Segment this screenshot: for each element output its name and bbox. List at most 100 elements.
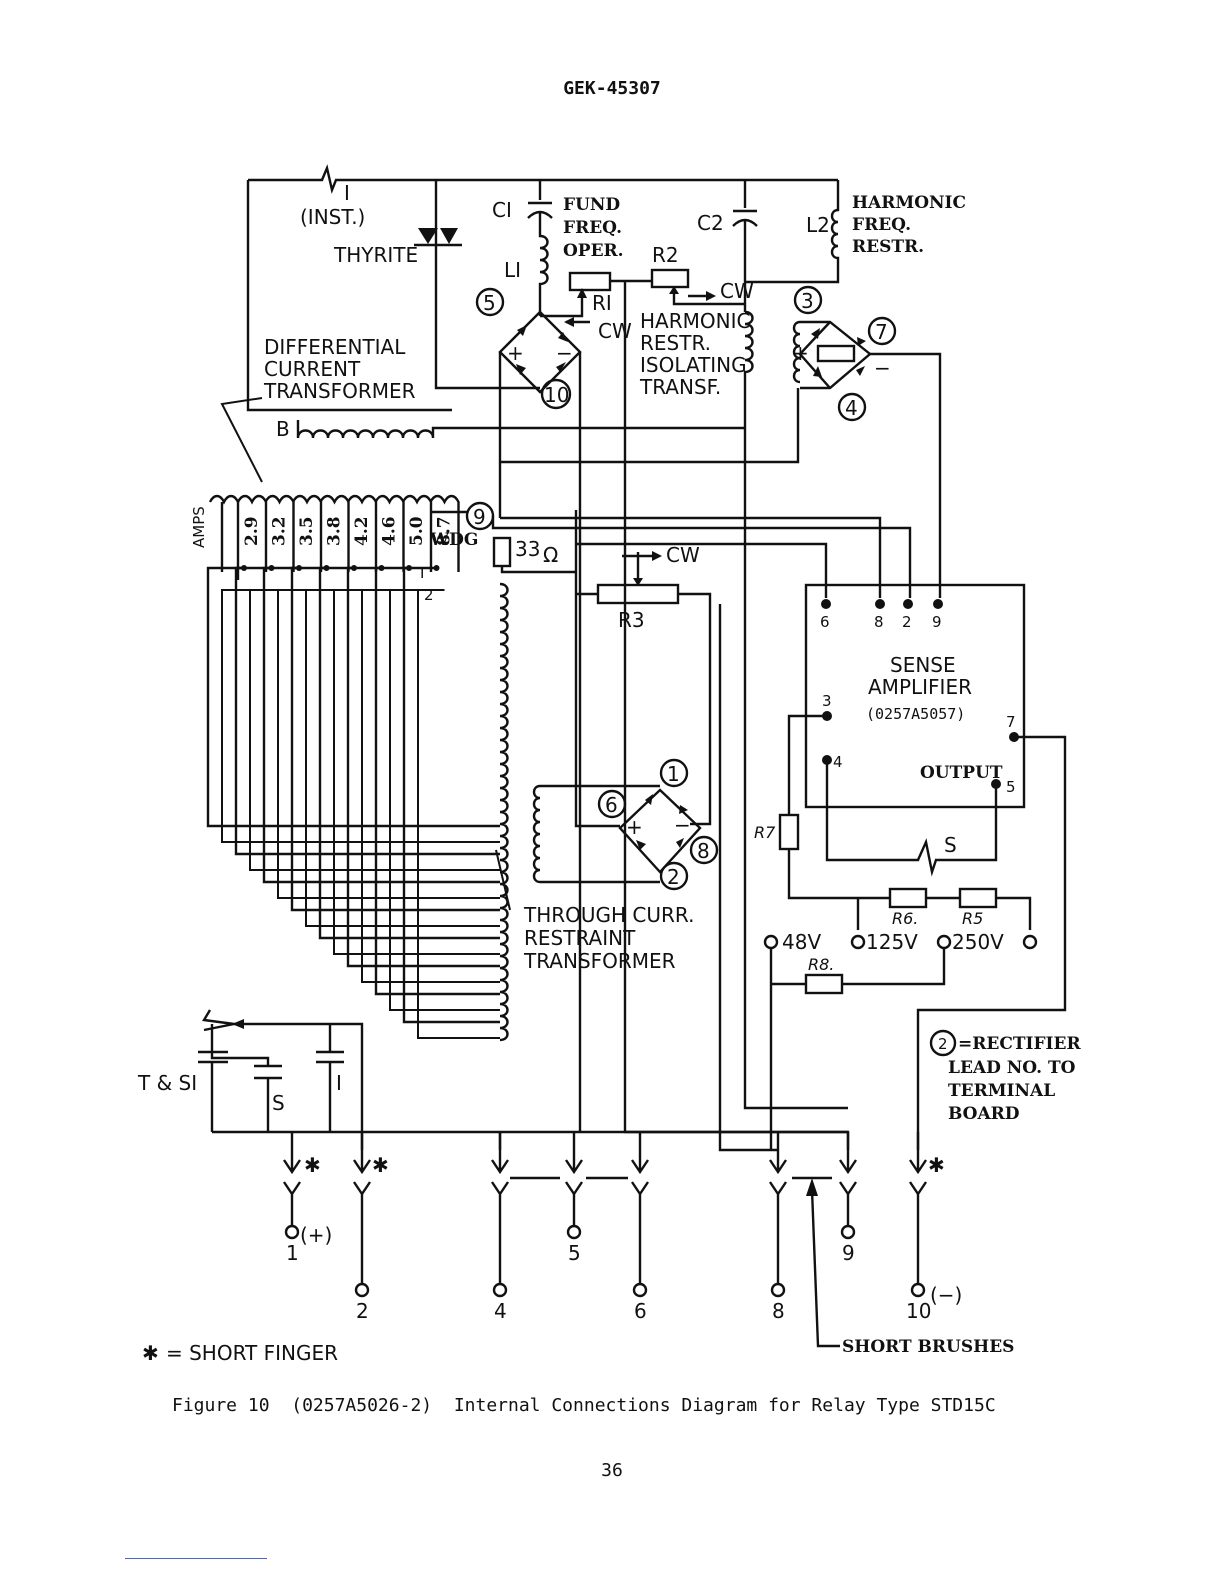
lead-3-label: 3 [801, 289, 814, 313]
tap-3-2[interactable]: 3.2 [234, 494, 500, 871]
voltage-network: R7 R6. R5 48V 125V 250V R8. 2 =RECTIFIER… [754, 813, 1081, 1150]
l2-label: L2 [806, 213, 830, 237]
tap-5-0[interactable]: 5.0 [374, 494, 500, 1011]
contacts: T & SI S I [137, 1009, 364, 1150]
tap-value-label: 4.2 [352, 516, 372, 546]
pin-8: 8 [874, 613, 884, 631]
terminal-number: 8 [772, 1299, 785, 1323]
inductor-l2-icon [745, 180, 840, 284]
output-label: OUTPUT [920, 763, 1003, 783]
tap-3-8[interactable]: 3.8 [290, 494, 500, 927]
through-primary-winding-icon [499, 582, 509, 1042]
resistor-r7-icon [778, 813, 800, 851]
pin-3: 3 [822, 692, 832, 710]
wdg-label: WDG [429, 530, 478, 550]
harm-iso-label-4: TRANSF. [639, 375, 721, 399]
top-circuit: I (INST.) THYRITE CI LI FUND FREQ. OPER.… [220, 164, 966, 1132]
tap-value-label: 8.7 [435, 516, 455, 546]
sense-title-1: SENSE [890, 653, 956, 677]
lead-10-circle [540, 378, 572, 410]
terminal-4[interactable]: 4 [491, 1132, 509, 1323]
c1-label: CI [492, 198, 512, 222]
terminal-number: 5 [568, 1241, 581, 1265]
sense-amplifier: 6 8 2 9 SENSE AMPLIFIER (0257A5057) 3 7 … [787, 583, 1067, 1150]
lead-7-label: 7 [875, 320, 888, 344]
lead-4-circle [837, 392, 867, 422]
r3-label: R3 [618, 608, 645, 632]
footnote-rule [125, 1558, 267, 1559]
resistor-r1-icon [568, 271, 612, 292]
tap-value-label: 2.9 [242, 516, 262, 546]
r1-label: RI [592, 291, 612, 315]
note-line-3: TERMINAL [948, 1081, 1055, 1101]
terminal-number: 1 [286, 1241, 299, 1265]
tap-3-5[interactable]: 3.5 [262, 494, 500, 899]
inductor-l1-icon [538, 212, 549, 316]
terminal-number: 4 [494, 1299, 507, 1323]
harm-iso-label-1: HARMONIC [640, 309, 750, 333]
short-finger-mark-1: ✱ [304, 1153, 321, 1177]
lead-5-label: 5 [483, 291, 496, 315]
harm-iso-label-2: RESTR. [640, 331, 711, 355]
top-bus-wire [248, 164, 838, 195]
terminal-10-sign: (−) [930, 1283, 962, 1307]
inst-unit-label: I [344, 181, 350, 205]
figure-title: Internal Connections Diagram for Relay T… [453, 1395, 996, 1416]
tap-value-label: 3.8 [325, 516, 345, 546]
isolating-transformer-primary-icon [743, 310, 754, 430]
left-loop-wire [246, 180, 300, 412]
tap-value-label: 4.6 [380, 516, 400, 546]
wdg-2-label: 2 [424, 586, 434, 604]
harmonic-label-1: HARMONIC [852, 193, 966, 213]
terminal-9[interactable]: 9 [839, 1132, 857, 1265]
terminal-1[interactable]: 1 [283, 1132, 301, 1265]
lead-1-label: 1 [667, 762, 680, 786]
diff-ct-label-2: CURRENT [264, 357, 361, 381]
note-circle [929, 1029, 957, 1057]
diff-ct-label-1: DIFFERENTIAL [264, 335, 406, 359]
wdg-1-label: I [420, 564, 424, 582]
sense-amplifier-box [804, 583, 1026, 809]
harmonic-label-3: RESTR. [852, 237, 924, 257]
figure-caption: Figure 10 (0257A5026-2) Internal Connect… [172, 1395, 996, 1416]
short-finger-mark-2: ✱ [372, 1153, 389, 1177]
tap-8-7[interactable]: 8.7 [402, 494, 500, 1039]
lead-3-circle [793, 285, 823, 315]
terminal-2[interactable]: 2 [353, 1132, 371, 1323]
through-label-1: THROUGH CURR. [523, 903, 694, 927]
fund-label-2: FREQ. [563, 218, 622, 238]
lead-5-circle [475, 287, 505, 317]
through-secondary-winding-icon [532, 784, 541, 884]
note-line-1: =RECTIFIER [958, 1034, 1081, 1054]
terminal-5[interactable]: 5 [565, 1132, 583, 1265]
lead-2-label: 2 [667, 865, 680, 889]
sense-part-number: (0257A5057) [866, 705, 965, 723]
amps-label: AMPS [190, 506, 208, 548]
thyrite-icon [414, 228, 462, 247]
ts-contact-label: T & SI [137, 1071, 197, 1095]
pin-6: 6 [820, 613, 830, 631]
r5-label: R5 [962, 909, 983, 928]
lead-2-circle [659, 861, 689, 891]
isolating-transformer-secondary-icon [792, 320, 801, 384]
figure-number: Figure 10 [172, 1395, 270, 1416]
resistor-33-icon [492, 536, 512, 568]
short-brushes-label: SHORT BRUSHES [842, 1337, 1014, 1357]
terminal-6[interactable]: 6 [631, 1132, 649, 1323]
lead-8-circle [689, 835, 719, 865]
terminal-10[interactable]: 10 [906, 1132, 931, 1323]
through-label-3: TRANSFORMER [523, 949, 676, 973]
fund-label-3: OPER. [563, 241, 624, 261]
page-number: 36 [601, 1460, 623, 1481]
terminal-8[interactable]: 8 [769, 1132, 787, 1323]
voltage-250: 250V [952, 930, 1004, 954]
svg-text:+: + [507, 341, 524, 365]
lead-1-circle [659, 758, 689, 788]
through-label-2: RESTRAINT [524, 926, 636, 950]
r1-cw-label: CW [598, 319, 632, 343]
lead-4-label: 4 [845, 396, 858, 420]
drawing-number: (0257A5026-2) [291, 1395, 433, 1416]
ct-b-winding-icon [296, 420, 745, 439]
thyrite-wire [434, 180, 540, 390]
